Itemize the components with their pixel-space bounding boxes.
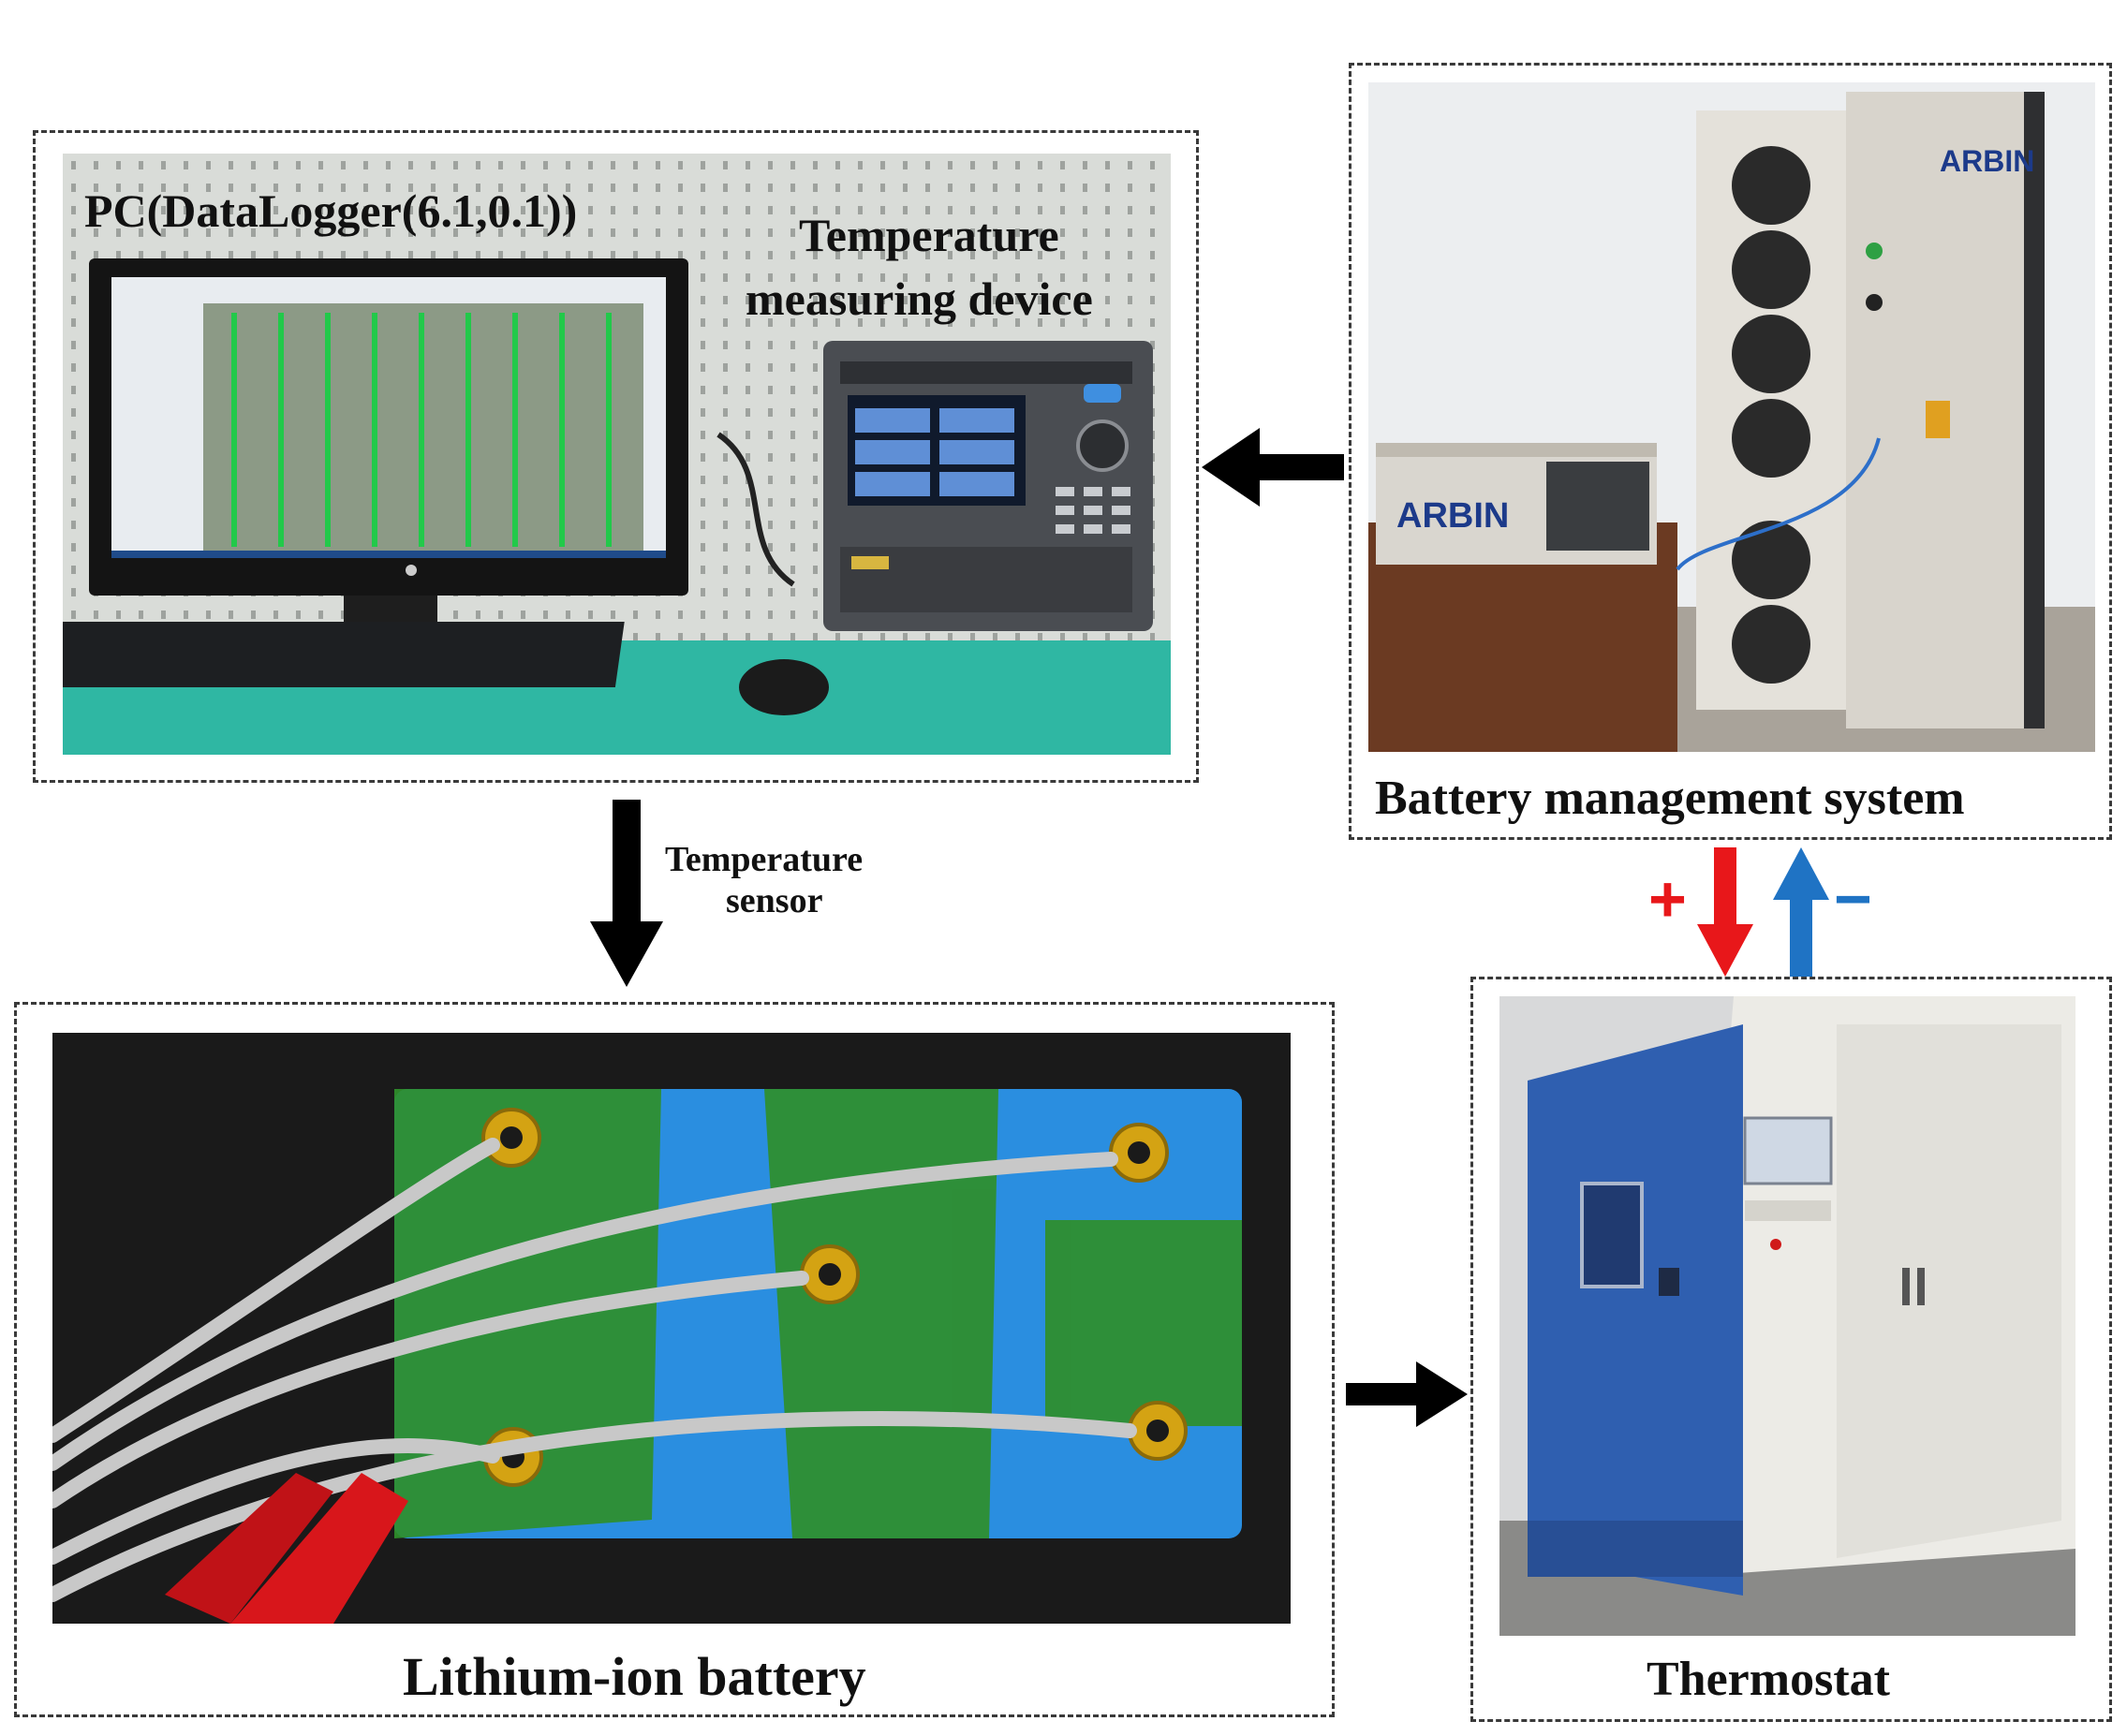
- thermostat-photo: [1499, 996, 2075, 1636]
- battery-panel: Lithium-ion battery: [14, 1002, 1335, 1717]
- temperature-device-label-line2: measuring device: [746, 272, 1093, 325]
- battery-photo: [52, 1033, 1291, 1624]
- pc-label: PC(DataLogger(6.1,0.1)): [84, 184, 578, 237]
- bms-photo: ARBIN ARBIN: [1368, 82, 2095, 752]
- bms-to-pc-arrow: [1202, 428, 1344, 507]
- temperature-device-label-line1: Temperature: [799, 209, 1059, 261]
- thermostat-panel: Thermostat: [1470, 977, 2112, 1722]
- bms-label: Battery management system: [1375, 772, 1965, 825]
- battery-to-thermostat-arrow: [1346, 1361, 1468, 1427]
- thermostat-label: Thermostat: [1647, 1653, 1890, 1706]
- battery-label: Lithium-ion battery: [403, 1646, 866, 1707]
- sensor-label-line1: Temperature: [665, 840, 864, 879]
- arbin-small-logo: ARBIN: [1396, 496, 1509, 536]
- negative-sign: −: [1834, 862, 1872, 935]
- positive-sign: +: [1648, 862, 1687, 935]
- bms-panel: ARBIN ARBIN Battery management system: [1349, 63, 2112, 840]
- positive-down-arrow: [1697, 847, 1753, 977]
- arbin-tall-logo: ARBIN: [1940, 144, 2034, 178]
- pc-panel: PC(DataLogger(6.1,0.1)) Temperature meas…: [33, 130, 1199, 783]
- sensor-label-line2: sensor: [726, 881, 823, 920]
- pc-to-battery-arrow: [590, 800, 663, 987]
- negative-up-arrow: [1773, 847, 1829, 977]
- pc-setup-photo: [63, 154, 1171, 755]
